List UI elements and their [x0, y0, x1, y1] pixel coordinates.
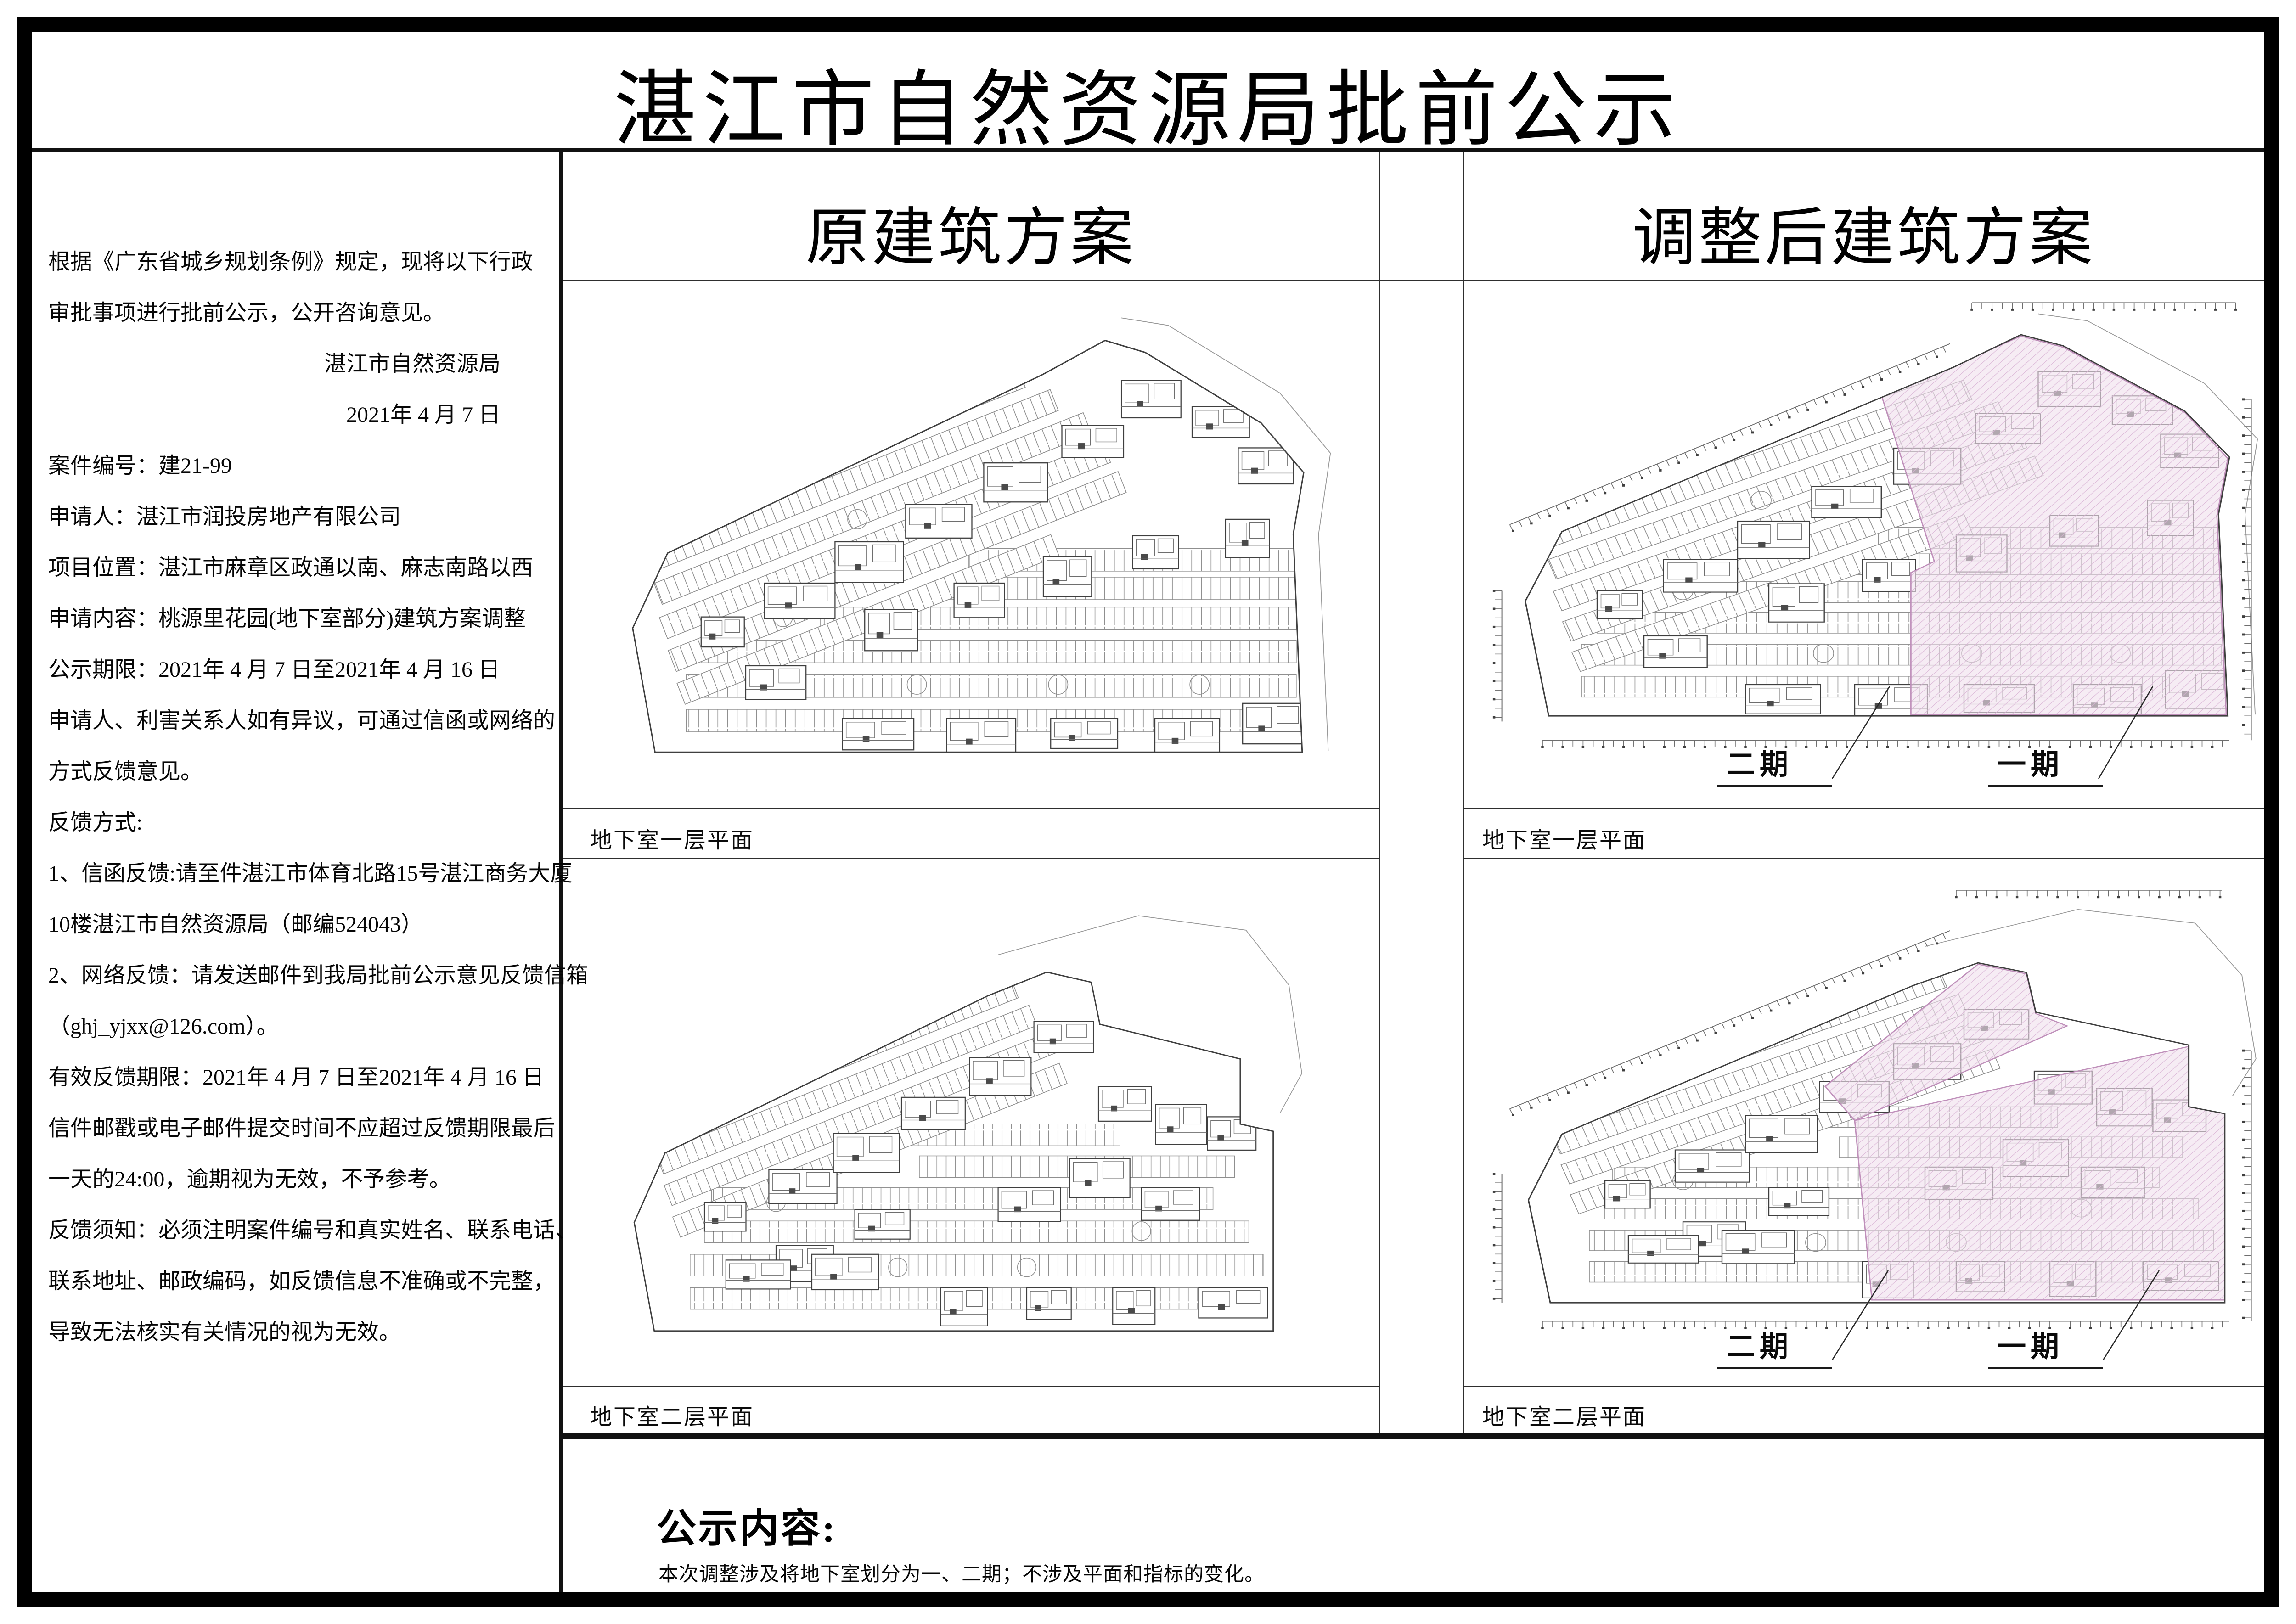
- notice-line: 湛江市自然资源局: [324, 352, 501, 376]
- notice-line: 联系地址、邮政编码，如反馈信息不准确或不完整，: [48, 1269, 556, 1293]
- page-border: [17, 17, 2279, 1607]
- notice-line: 反馈方式:: [48, 810, 143, 835]
- phase2-label-basement2: 二期: [1717, 1323, 1832, 1369]
- notice-line: （ghj_yjxx@126.com）。: [48, 1014, 279, 1039]
- notice-text-block: 根据《广东省城乡规划条例》规定，现将以下行政审批事项进行批前公示，公开咨询意见。…: [34, 236, 589, 1358]
- announcement-heading: 公示内容:: [657, 1506, 837, 1551]
- original-floor2-label: 地下室二层平面: [590, 1405, 754, 1429]
- header-rule: [563, 280, 2264, 281]
- notice-line: 根据《广东省城乡规划条例》规定，现将以下行政: [48, 250, 534, 274]
- notice-line: 有效反馈期限：2021年 4 月 7 日至2021年 4 月 16 日: [48, 1065, 545, 1090]
- notice-line: 信件邮戳或电子邮件提交时间不应超过反馈期限最后: [48, 1116, 556, 1141]
- notice-line: 2、网络反馈：请发送邮件到我局批前公示意见反馈信箱: [48, 963, 589, 988]
- notice-line: 案件编号：建21-99: [48, 454, 232, 478]
- right-panel-left-edge: [1463, 152, 1464, 1433]
- notice-line: 一天的24:00，逾期视为无效，不予参考。: [48, 1167, 451, 1191]
- phase1-label-basement2: 一期: [1988, 1323, 2103, 1369]
- adjusted-basement1-plan-drawing: [1492, 302, 2258, 748]
- notice-line: 申请人：湛江市润投房地产有限公司: [48, 505, 401, 529]
- adjusted-floor2-label: 地下室二层平面: [1482, 1405, 1647, 1429]
- original-floor1-label: 地下室一层平面: [590, 828, 754, 853]
- page-title: 湛江市自然资源局批前公示: [613, 65, 1683, 156]
- notice-line: 导致无法核实有关情况的视为无效。: [48, 1320, 401, 1344]
- notice-line: 2021年 4 月 7 日: [346, 403, 501, 427]
- bottom-section-rule: [563, 1433, 2264, 1439]
- original-plan-header: 原建筑方案: [805, 203, 1137, 273]
- floor1-band-bottom-right: [1464, 858, 2264, 859]
- notice-line: 1、信函反馈:请至件湛江市体育北路15号湛江商务大厦: [48, 861, 573, 886]
- notice-line: 审批事项进行批前公示，公开咨询意见。: [48, 301, 445, 325]
- middle-panel-right-edge: [1379, 152, 1380, 1433]
- adjusted-floor1-label: 地下室一层平面: [1482, 828, 1647, 853]
- floor2-band-top-middle: [563, 1386, 1379, 1387]
- phase2-label-basement1: 二期: [1717, 741, 1832, 787]
- notice-line: 公示期限：2021年 4 月 7 日至2021年 4 月 16 日: [48, 657, 501, 682]
- original-basement2-plan-drawing: [633, 915, 1302, 1332]
- phase-leader-lines-basement1: [1831, 686, 2154, 779]
- adjusted-basement2-plan-drawing: [1492, 889, 2257, 1329]
- notice-line: 方式反馈意见。: [48, 759, 203, 784]
- floor2-band-top-right: [1464, 1386, 2264, 1387]
- notice-line: 10楼湛江市自然资源局（邮编524043）: [48, 912, 423, 937]
- phase-leader-lines-basement2: [1831, 1270, 2160, 1360]
- announcement-body: 本次调整涉及将地下室划分为一、二期；不涉及平面和指标的变化。: [658, 1564, 1265, 1585]
- adjusted-plan-header: 调整后建筑方案: [1632, 203, 2095, 273]
- notice-line: 申请人、利害关系人如有异议，可通过信函或网络的: [48, 708, 556, 733]
- floor1-band-top-right: [1464, 808, 2264, 809]
- left-panel-divider: [559, 152, 563, 1592]
- phase1-label-basement1: 一期: [1988, 741, 2103, 787]
- notice-line: 项目位置：湛江市麻章区政通以南、麻志南路以西: [48, 556, 534, 580]
- original-basement1-plan-drawing: [632, 317, 1331, 753]
- floor1-band-bottom-middle: [563, 858, 1379, 859]
- notice-line: 申请内容：桃源里花园(地下室部分)建筑方案调整: [48, 607, 526, 631]
- notice-line: 反馈须知：必须注明案件编号和真实姓名、联系电话、: [48, 1218, 578, 1242]
- title-rule: [32, 148, 2264, 152]
- floor1-band-top-middle: [563, 808, 1379, 809]
